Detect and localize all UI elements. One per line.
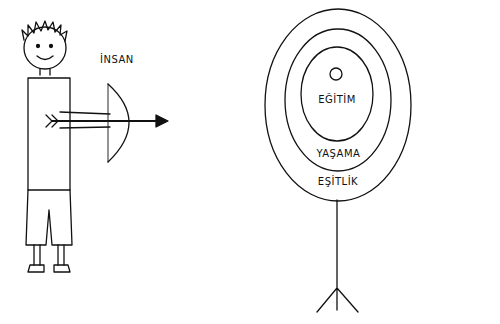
boy-eye bbox=[37, 45, 40, 48]
target-ring: EĞİTİM YAŞAMA EŞİTLİK bbox=[264, 8, 412, 202]
ring-line bbox=[265, 9, 411, 201]
boy-shorts bbox=[26, 190, 72, 245]
target-ring: EĞİTİM YAŞAMA bbox=[284, 28, 392, 172]
boy-shirt bbox=[28, 78, 70, 190]
ring-word: YAŞAMA bbox=[284, 148, 392, 160]
ring-word: EŞİTLİK bbox=[264, 176, 412, 188]
bow bbox=[108, 84, 129, 162]
boy-neck bbox=[40, 69, 50, 75]
boy-mouth bbox=[37, 56, 53, 60]
ring-word: EĞİTİM bbox=[300, 94, 374, 106]
boy-legs bbox=[34, 245, 64, 265]
boy-hair bbox=[22, 21, 67, 41]
bow-string bbox=[108, 84, 109, 162]
ring-line bbox=[285, 29, 391, 171]
arrow-shaft bbox=[52, 120, 156, 122]
boy-eye bbox=[50, 45, 53, 48]
arrow-label: İNSAN bbox=[100, 54, 134, 66]
target-ring: EĞİTİM bbox=[300, 46, 374, 142]
bullseye bbox=[330, 68, 342, 80]
target-stand bbox=[317, 200, 358, 312]
arrow-feathers bbox=[46, 115, 58, 127]
boy-feet bbox=[28, 265, 70, 272]
ring-line bbox=[301, 47, 373, 141]
arrow-head bbox=[156, 115, 168, 127]
